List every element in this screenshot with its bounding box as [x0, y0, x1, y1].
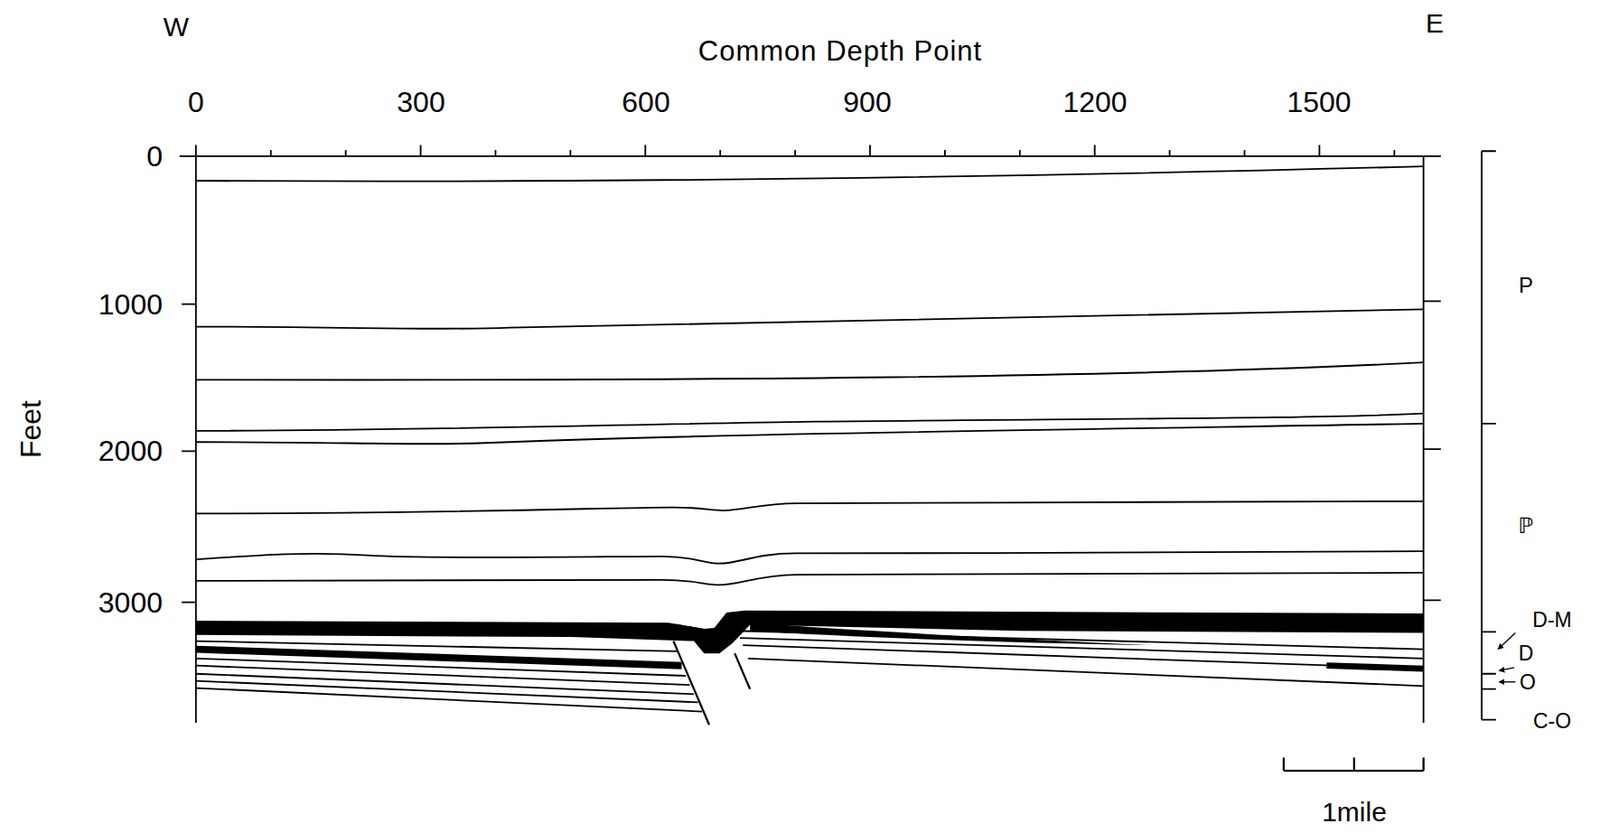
cdp-tick	[420, 144, 422, 156]
tick-label: 600	[621, 87, 670, 117]
pointer-arrow	[1497, 633, 1516, 650]
left-axis	[195, 156, 197, 723]
scale-bar	[1283, 757, 1424, 771]
bed-lens	[749, 622, 1153, 646]
cdp-tick	[569, 149, 571, 157]
cdp-tick	[644, 144, 646, 156]
cdp-tick	[1019, 149, 1021, 157]
age-bracket	[1481, 150, 1497, 720]
tick-label: 900	[842, 87, 891, 117]
cdp-tick	[495, 149, 497, 157]
horizon	[196, 413, 1424, 431]
cdp-tick	[1393, 149, 1395, 157]
bed	[1326, 665, 1423, 669]
tick-label: 3000	[98, 588, 163, 618]
period-label: P	[1518, 274, 1534, 297]
tick-label: 300	[396, 87, 445, 117]
bed	[196, 649, 683, 666]
period-label: O	[1519, 672, 1536, 693]
horizon	[196, 308, 1424, 329]
cdp-tick	[794, 149, 796, 157]
pointer-arrow	[1498, 667, 1515, 671]
cdp-tick	[195, 144, 197, 156]
pointer-arrow	[1498, 681, 1516, 683]
period-label: C-O	[1533, 711, 1572, 732]
horizon	[196, 551, 1424, 564]
fault	[673, 641, 710, 726]
tick-label: 2000	[98, 436, 163, 466]
period-label: D-M	[1532, 609, 1572, 631]
bed	[675, 624, 736, 635]
horizon	[196, 423, 1424, 444]
cdp-tick	[345, 149, 347, 157]
cdp-tick	[1319, 144, 1321, 156]
direction-label: E	[1425, 9, 1444, 38]
depth-ticks-right	[1423, 156, 1441, 601]
cdp-ticks	[196, 144, 1395, 156]
tick-label: 1200	[1062, 87, 1127, 117]
top-axis	[196, 155, 1424, 158]
horizon	[196, 362, 1424, 380]
horizon	[196, 572, 1424, 586]
direction-label: W	[163, 13, 189, 41]
axis-title: Feet	[16, 400, 46, 459]
cdp-tick	[1169, 149, 1171, 157]
section-drawing	[179, 144, 1516, 771]
cdp-tick	[270, 149, 272, 157]
cdp-tick	[869, 144, 871, 156]
bed	[748, 658, 1424, 687]
period-label: ℙ	[1518, 514, 1535, 537]
cdp-tick	[719, 149, 721, 157]
depth-ticks	[179, 156, 197, 603]
scale-label: 1mile	[1321, 798, 1387, 826]
cdp-tick	[1244, 149, 1246, 157]
horizon	[196, 166, 1424, 181]
cdp-tick	[1094, 144, 1096, 156]
tick-label: 0	[187, 87, 205, 117]
period-label: D	[1518, 643, 1535, 665]
tick-label: 1500	[1286, 87, 1351, 117]
right-axis	[1422, 156, 1425, 723]
axis-title: Common Depth Point	[698, 37, 983, 66]
cdp-tick	[944, 149, 946, 157]
fault	[734, 653, 750, 690]
horizon	[196, 501, 1424, 515]
bed	[736, 630, 1423, 659]
bed	[742, 645, 1423, 669]
bed	[196, 658, 702, 712]
tick-label: 0	[146, 141, 163, 171]
tick-label: 1000	[98, 290, 163, 319]
